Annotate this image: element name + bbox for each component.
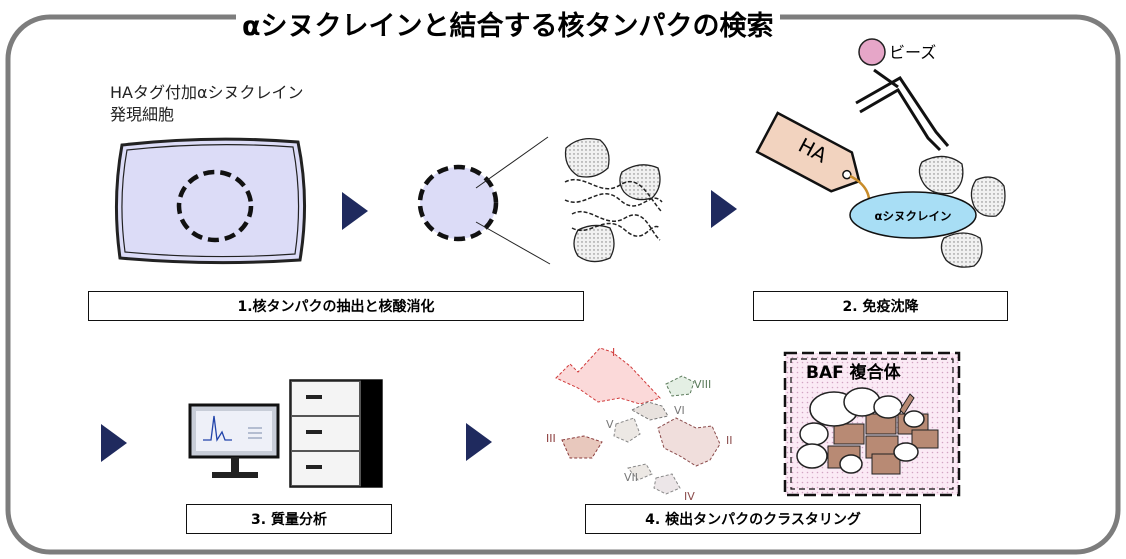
bead (858, 38, 886, 66)
mass-spectrometer (188, 379, 383, 488)
cluster-label: VI (674, 404, 685, 417)
step-1-box: 1.核タンパクの抽出と核酸消化 (88, 291, 584, 321)
arrow-icon (711, 190, 737, 228)
baf-complex (783, 351, 961, 497)
arrow-icon (342, 192, 368, 230)
synuclein-label: αシヌクレイン (875, 209, 952, 223)
cluster-label: IV (684, 490, 695, 503)
immunoprecipitation-illustration (755, 38, 1006, 268)
nucleus-in-cell (176, 169, 254, 243)
cell-label-line-2: 発現細胞 (110, 105, 175, 124)
arrow-icon (466, 423, 492, 461)
cell-illustration (114, 137, 307, 265)
nuclear-protein-dna (564, 137, 663, 263)
cluster-label: III (546, 432, 556, 445)
step-3-box: 3. 質量分析 (186, 504, 392, 534)
cluster-label: I (612, 346, 615, 359)
step-4-box: 4. 検出タンパクのクラスタリング (585, 504, 921, 534)
cluster-label: VIII (694, 378, 711, 391)
page-title: αシヌクレインと結合する核タンパクの検索 (236, 4, 780, 43)
step-2-box: 2. 免疫沈降 (753, 291, 1008, 321)
baf-complex-label: BAF 複合体 (806, 362, 902, 383)
isolated-nucleus (417, 136, 551, 265)
beads-label: ビーズ (889, 43, 936, 62)
cluster-label: V (606, 418, 614, 431)
cell-label: HAタグ付加αシヌクレイン 発現細胞 (110, 82, 304, 126)
cell-label-line-1: HAタグ付加αシヌクレイン (110, 83, 304, 102)
cluster-label: VII (624, 471, 638, 484)
arrow-icon (101, 424, 127, 462)
cluster-label: II (726, 434, 733, 447)
